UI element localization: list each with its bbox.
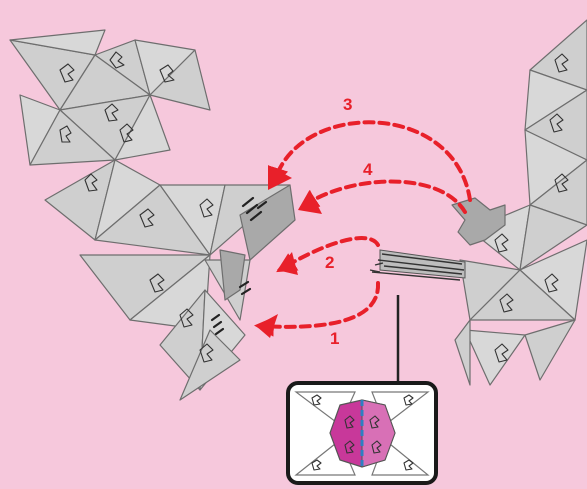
left-assembly [10, 30, 295, 400]
step-label-4: 4 [363, 160, 373, 179]
right-assembly [370, 20, 587, 385]
right-module [455, 320, 470, 385]
arrow-step-4 [305, 181, 465, 212]
arrowhead-4 [298, 190, 322, 214]
right-module [525, 320, 575, 380]
right-module [465, 330, 525, 385]
step-label-3: 3 [343, 95, 352, 114]
strand-connector-icon [370, 250, 465, 280]
arrowhead-2 [277, 252, 298, 275]
step-label-2: 2 [325, 253, 334, 272]
step-arrows [256, 122, 470, 338]
arrow-step-3 [275, 122, 470, 200]
arrow-step-1 [262, 283, 378, 327]
step-label-1: 1 [330, 329, 339, 348]
joint-detail-inset [288, 383, 436, 483]
